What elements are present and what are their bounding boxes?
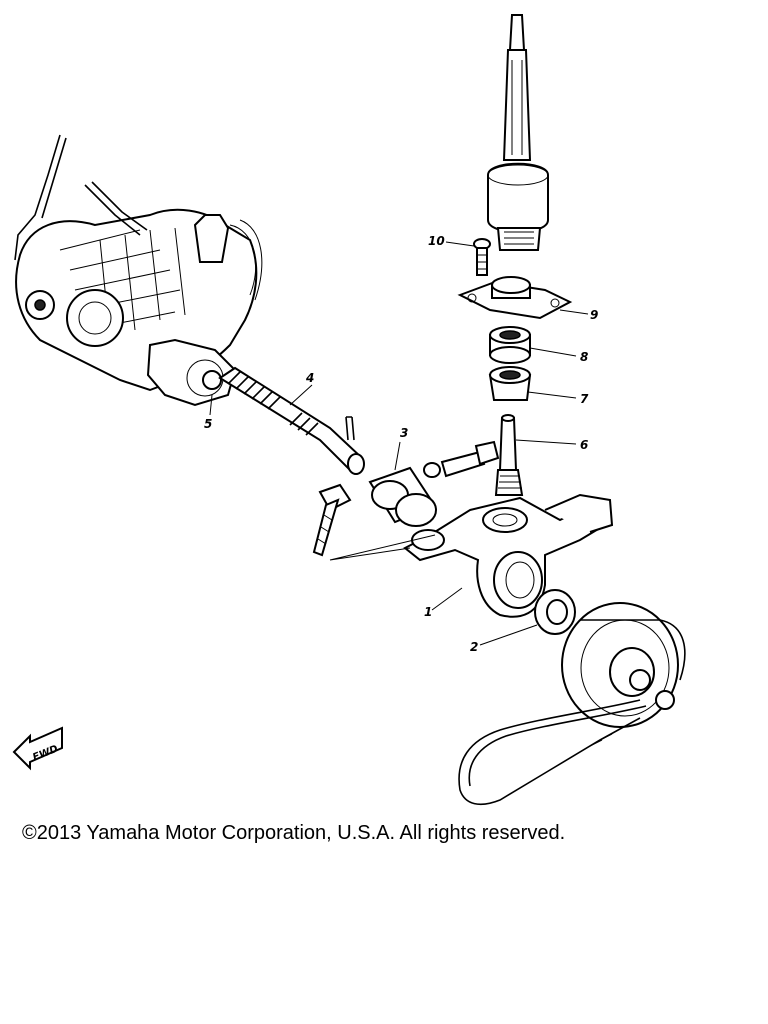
seal-2: [534, 589, 576, 635]
gear-shaft-6: [494, 414, 524, 496]
callout-5: 5: [204, 417, 212, 431]
bushing-7: [488, 366, 532, 401]
leader-lines: [209, 241, 589, 646]
callout-1: 1: [424, 605, 432, 619]
fwd-arrow-icon: FWD: [12, 726, 63, 771]
bolt-center: [423, 440, 500, 478]
callout-7: 7: [580, 392, 589, 406]
oil-seal-8: [489, 326, 531, 364]
callout-3: 3: [400, 426, 408, 440]
callout-9: 9: [590, 308, 598, 322]
callout-2: 2: [470, 640, 478, 654]
gear-shaft-4: [218, 366, 365, 475]
engine-assembly: [14, 134, 263, 407]
callout-8: 8: [580, 350, 588, 364]
drive-housing-1: [403, 493, 614, 618]
callout-10: 10: [428, 234, 445, 248]
screw-10: [473, 238, 491, 276]
bushing-3: [368, 466, 437, 527]
bolt-left: [312, 483, 352, 557]
callout-6: 6: [580, 438, 588, 452]
wheel-and-cable: [458, 602, 686, 806]
copyright-notice: ©2013 Yamaha Motor Corporation, U.S.A. A…: [22, 822, 566, 844]
exploded-parts-diagram: 1 2 3 4 5 6 7 8 9 10 FWD: [12, 14, 686, 806]
callout-4: 4: [305, 371, 314, 385]
speedometer-cable-upper: [487, 14, 549, 251]
pin: [345, 416, 355, 441]
plate-9: [457, 276, 573, 320]
